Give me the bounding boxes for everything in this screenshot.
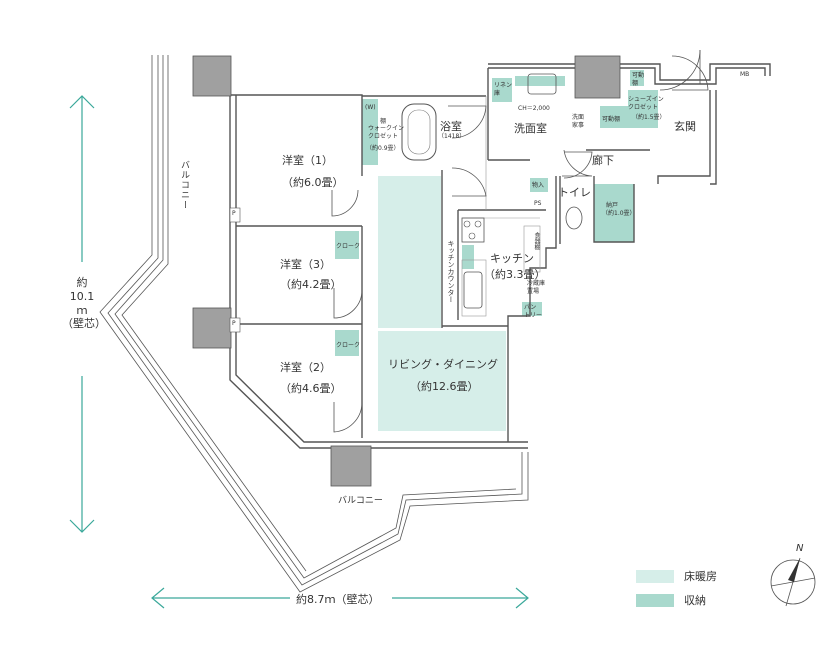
vanity [527,73,557,95]
nando-label: 納戸 [606,202,619,209]
ch-label: CH＝2,000 [518,105,550,112]
mb-label: MB [740,71,750,78]
nando-size: （約1.0畳） [602,210,636,217]
western2-name: 洋室（2） [280,361,331,374]
column [192,55,232,97]
p2-label: P [232,320,236,327]
balcony-side-name: バルコニー [179,160,189,210]
movable2-label: 可動 棚 [632,72,645,87]
balcony-outline [99,55,529,593]
bath-size: （1418） [438,133,466,140]
legend-storage-label: 収納 [684,594,706,607]
storage-area [530,178,548,192]
column [330,445,372,487]
fridge-label: 冷蔵庫 置場 [527,280,546,295]
washer-label: 洗面 家事 [572,114,585,129]
hallway-name: 廊下 [592,154,614,167]
wic1-shelf: 棚 [380,118,387,125]
kitchen-size: （約3.3畳） [484,268,546,281]
counter-label: キッチンカウンター [447,240,455,303]
living-size: （約12.6畳） [410,380,479,393]
compass-label: N [796,543,804,554]
storage-label: 物入 [532,182,545,189]
storage-area [600,106,628,128]
p1-label: P [232,210,236,217]
storage-area [362,99,378,165]
western1-size: （約6.0畳） [282,176,344,189]
doors [331,49,709,433]
cloak1-label: クローク [336,243,361,250]
ps-label: PS [534,200,542,207]
storage-area [630,70,644,86]
cloak2-label: クローク [336,342,361,349]
toilet-name: トイレ [558,186,591,199]
western1-name: 洋室（1） [282,154,333,167]
wic2-label: シューズイン クロゼット [628,96,664,111]
kitchen-name: キッチン [490,252,534,265]
sink [463,271,483,309]
wic1-size: （約0.9畳） [366,145,400,152]
compass-icon [770,557,816,607]
width-dimension: 約8.7ｍ（壁芯） [296,593,380,606]
western3-size: （約4.2畳） [280,278,342,291]
pantry-label: パン トリー [524,304,543,319]
storage-area [335,231,359,259]
linen-label: リネン 庫 [494,82,513,97]
washroom-name: 洗面室 [514,122,547,135]
legend-floor-heat-label: 床暖房 [684,570,717,583]
walls [229,63,771,449]
height-dimension: 約 10.1 ｍ （壁芯） [62,276,106,331]
western2-size: （約4.6畳） [280,382,342,395]
storage-area [628,90,658,128]
storage-area [515,76,565,86]
movable-label: 可動棚 [602,116,621,123]
legend-floor-heat-swatch [636,570,674,583]
living-name: リビング・ダイニング [388,358,498,371]
wic1-label: ウォークイン クロゼット [368,125,405,140]
column [574,55,621,99]
wic1-w: (W) [365,104,376,111]
bath-name: 浴室 [440,120,462,133]
storage-area [492,78,512,102]
bathtub-inner [407,109,431,155]
wic2-size: （約1.5畳） [632,114,666,121]
column [192,307,232,349]
storage-area [594,184,634,242]
floor-heat-area [378,331,506,431]
toilet-fixture [565,206,583,230]
stove [461,217,485,243]
storage-area [522,302,542,316]
storage-area [335,330,359,356]
western3-name: 洋室（3） [280,258,331,271]
food-label: 食器棚 [533,232,540,250]
entrance-name: 玄関 [674,120,696,133]
legend-storage-swatch [636,594,674,607]
bathtub [401,103,437,161]
storage-area [462,245,474,269]
dimension-lines [69,95,529,609]
balcony-bottom-name: バルコニー [338,496,383,506]
floor-heat-area [378,176,441,328]
